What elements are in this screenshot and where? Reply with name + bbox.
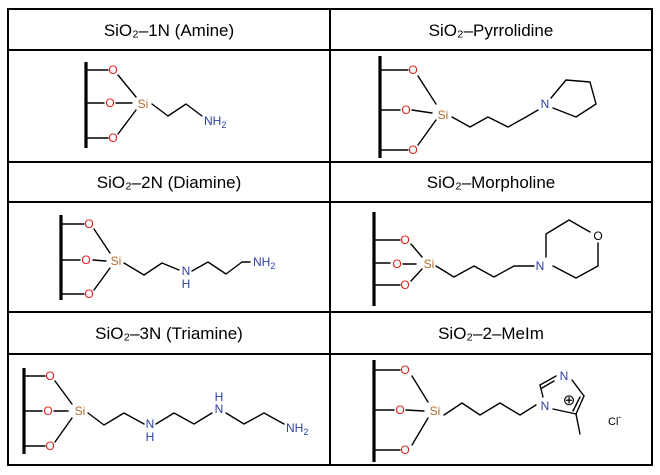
nitrogen-atom: N [215,402,224,416]
nitrogen-atom: N [536,259,545,273]
amine-label: NH [253,255,270,269]
amine-group: NH2 [253,255,275,271]
oxygen-atom: O [408,63,417,77]
silicon-atom: Si [430,404,441,418]
hydrogen-atom: H [182,277,191,291]
oxygen-atom: O [105,96,114,110]
oxygen-atom: O [84,217,93,231]
nitrogen-atom: N [541,399,550,413]
amine-group: NH2 [286,421,308,437]
oxygen-atom: O [408,143,417,157]
ring-oxygen-atom: O [593,229,602,243]
chloride-label: Cl [608,416,618,428]
amine-subscript: 2 [303,427,308,437]
oxygen-atom: O [84,287,93,301]
oxygen-atom: O [400,363,409,377]
oxygen-atom: O [108,131,117,145]
oxygen-atom: O [400,278,409,292]
oxygen-atom: O [401,103,410,117]
header-morpholine: SiO₂–Morpholine [427,173,556,192]
header-pyrrolidine: SiO₂–Pyrrolidine [429,21,554,40]
oxygen-atom: O [45,369,54,383]
header-meim: SiO₂–2–MeIm [438,324,544,343]
structure-morpholine: O O O Si N O [372,212,603,306]
amine-label: NH [286,421,303,435]
silicon-atom: Si [111,254,122,268]
oxygen-atom: O [400,443,409,457]
table-grid [7,8,653,466]
oxygen-atom: O [43,404,52,418]
oxygen-atom: O [108,63,117,77]
chloride-charge: - [618,412,621,422]
structure-pyrrolidine: O O O Si N [378,56,597,158]
chloride-ion: Cl- [608,412,621,428]
oxygen-atom: O [395,403,404,417]
oxygen-atom: O [400,233,409,247]
oxygen-atom: O [45,439,54,453]
structure-amine: O O O Si NH2 [84,62,226,148]
nitrogen-atom: N [541,97,550,111]
hydrogen-atom: H [146,430,155,444]
positive-charge-icon: ⊕ [563,392,576,409]
oxygen-atom: O [81,253,90,267]
hydrogen-atom: H [215,390,224,404]
amine-subscript: 2 [221,120,226,130]
silicon-atom: Si [438,108,449,122]
header-triamine: SiO₂–3N (Triamine) [95,324,243,343]
amine-group: NH2 [204,114,226,130]
nitrogen-atom: N [146,417,155,431]
header-diamine: SiO₂–2N (Diamine) [97,173,242,192]
structure-diamine: O O O Si N H NH2 [59,215,275,301]
structure-meim: O O O Si N N ⊕ Cl- [372,360,621,462]
silicon-atom: Si [424,257,435,271]
silicon-atom: Si [138,97,149,111]
nitrogen-atom: N [560,369,569,383]
amine-label: NH [204,114,221,128]
structure-triamine: O O O Si N H N H NH2 [22,368,308,454]
amine-subscript: 2 [270,261,275,271]
oxygen-atom: O [392,257,401,271]
header-amine: SiO₂–1N (Amine) [104,21,234,40]
nitrogen-atom: N [182,264,191,278]
silicon-atom: Si [75,404,86,418]
